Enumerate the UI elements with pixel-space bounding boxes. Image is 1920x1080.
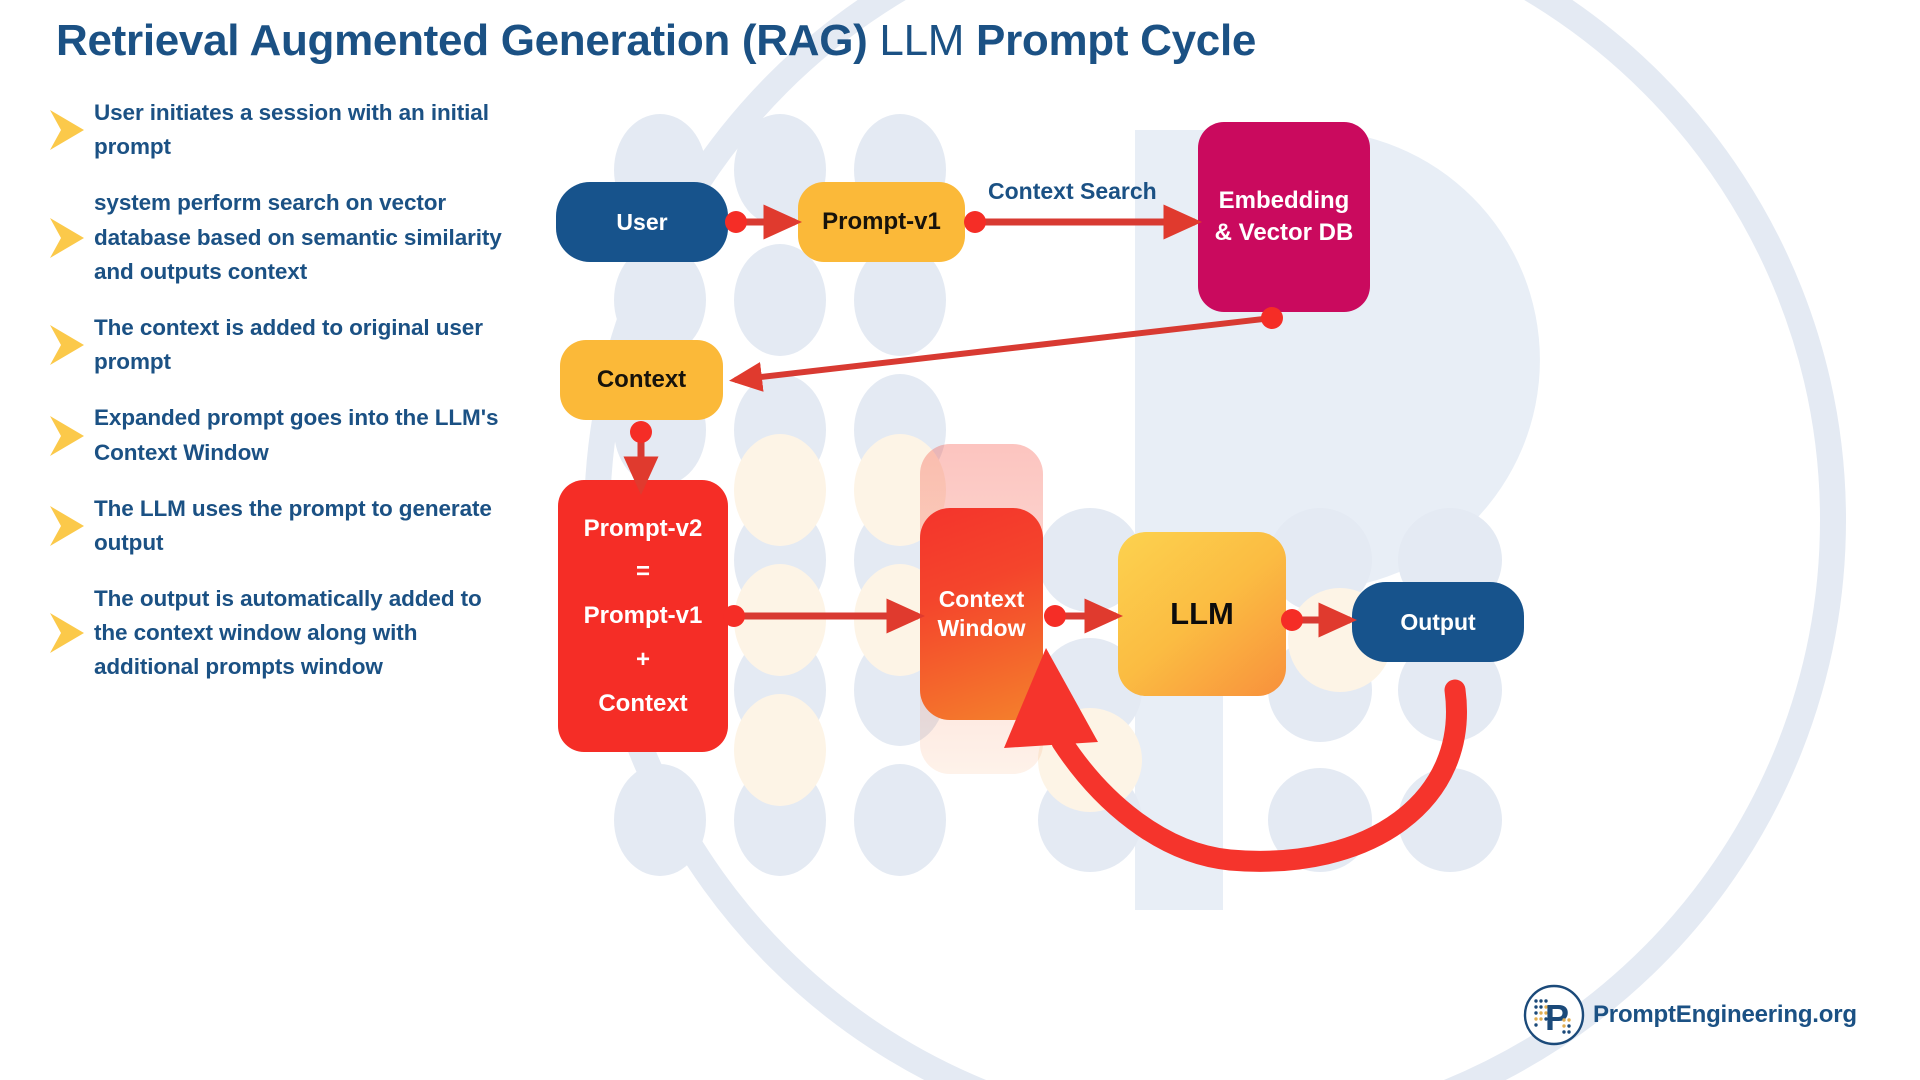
list-item: User initiates a session with an initial… [44,96,514,164]
node-prompt-v2-label: Prompt-v2 = Prompt-v1 + Context [583,514,703,717]
chevron-right-icon [50,110,84,151]
title-part-llm: LLM [879,16,965,65]
title-part-1: Retrieval Augmented Generation (RAG) [56,16,880,65]
node-llm[interactable]: LLM [1118,532,1286,696]
list-item-label: The context is added to original user pr… [94,314,483,375]
edge-user-to-prompt-v1 [725,204,802,240]
node-context[interactable]: Context [560,340,723,420]
node-embedding-vector-db[interactable]: Embedding & Vector DB [1198,122,1370,312]
list-item-label: The output is automatically added to the… [94,586,482,680]
edge-context-to-prompt-v2 [623,421,659,495]
node-output[interactable]: Output [1352,582,1524,662]
list-item: The context is added to original user pr… [44,311,514,379]
node-prompt-v2[interactable]: Prompt-v2 = Prompt-v1 + Context [558,480,728,752]
node-user-label: User [616,208,668,235]
list-item-label: system perform search on vector database… [94,190,502,284]
edge-context-window-to-llm [1044,598,1123,634]
node-llm-label: LLM [1170,596,1234,631]
brand-logo-text: PromptEngineering.org [1593,1001,1857,1028]
edge-prompt-v2-to-context-window [723,598,925,634]
bullet-list: User initiates a session with an initial… [44,96,514,707]
node-output-label: Output [1400,608,1476,635]
edge-prompt-v1-to-embedding [964,204,1202,240]
edge-llm-to-output [1281,602,1357,638]
node-context-window-label: Context Window [937,585,1026,641]
chevron-right-icon [50,325,84,366]
node-embedding-vector-db-label: Embedding & Vector DB [1214,187,1354,246]
edge-output-to-context-window-feedback [1004,648,1467,872]
list-item: Expanded prompt goes into the LLM's Cont… [44,401,514,469]
node-user[interactable]: User [556,182,728,262]
edge-embedding-to-context [729,307,1283,392]
list-item: The output is automatically added to the… [44,582,514,685]
prompt-engineering-logo-icon: P [1523,984,1585,1046]
list-item: system perform search on vector database… [44,186,514,289]
page-title: Retrieval Augmented Generation (RAG) LLM… [56,16,1696,66]
node-context-label: Context [596,366,687,393]
node-prompt-v1-label: Prompt-v1 [822,208,941,235]
chevron-right-icon [50,217,84,258]
list-item-label: The LLM uses the prompt to generate outp… [94,495,492,555]
list-item-label: User initiates a session with an initial… [94,100,489,160]
list-item: The LLM uses the prompt to generate outp… [44,492,514,560]
list-item-label: Expanded prompt goes into the LLM's Cont… [94,405,499,465]
chevron-right-icon [50,505,84,546]
edge-label-context-search: Context Search [988,178,1157,204]
node-prompt-v1[interactable]: Prompt-v1 [798,182,965,262]
chevron-right-icon [50,415,84,456]
brand-logo[interactable]: P PromptEngineering.org [1523,984,1857,1046]
title-part-3: Prompt Cycle [964,16,1257,65]
node-context-window[interactable]: Context Window [920,508,1043,720]
chevron-right-icon [50,613,84,654]
